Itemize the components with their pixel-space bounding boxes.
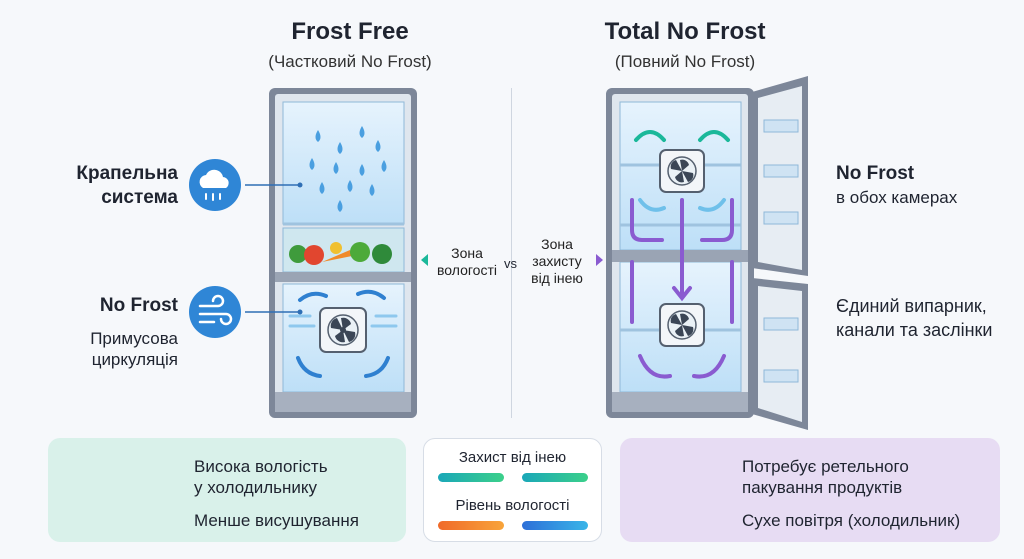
frost-free-heading: Frost Free [291, 18, 409, 45]
frost-zone-label: Зона захисту від інею [522, 236, 592, 287]
right-nofrost-title: No Frost [836, 163, 915, 184]
humidity-level-label: Рівень вологості [455, 497, 570, 514]
requirement-line2: пакування продуктів [742, 478, 903, 497]
humidity-zone-label: Зона вологості [430, 245, 504, 279]
humidity-zone-line2: вологості [437, 262, 497, 278]
humidity-benefit-panel: Висока вологість у холодильнику Менше ви… [48, 438, 406, 542]
forced-circulation-label: Примусова циркуляція [48, 328, 178, 370]
packaging-requirement-panel: Потребує ретельного пакування продуктів … [620, 438, 1000, 542]
humidity-zone-line1: Зона [451, 245, 483, 261]
frost-zone-line2: захисту [532, 253, 582, 269]
fan-icon [319, 307, 367, 353]
forced-label-line2: циркуляція [91, 350, 178, 369]
both-chambers-label: в обох камерах [836, 188, 958, 207]
benefit-line3: Менше висушування [194, 511, 359, 530]
drip-label-line1: Крапельна [76, 163, 178, 184]
total-no-frost-heading: Total No Frost [604, 18, 766, 45]
frost-zone-line3: від інею [531, 270, 583, 286]
airflow-arrows-right [630, 130, 734, 379]
fan-icon [659, 303, 705, 347]
drip-label-line2: система [101, 187, 178, 208]
requirement-line3: Сухе повітря (холодильник) [742, 511, 961, 530]
water-drop-icons [309, 126, 387, 212]
airflow-arrows-left [288, 289, 398, 378]
drip-system-label: Крапельна система [58, 162, 178, 210]
center-divider [511, 88, 512, 418]
frost-protection-label: Захист від інею [458, 449, 567, 466]
crisper-vegetables-icon [289, 242, 392, 265]
comparison-legend-panel: Захист від інею Рівень вологості [423, 438, 602, 542]
requirement-line1: Потребує ретельного [742, 457, 909, 476]
humidity-zone-marker [421, 254, 428, 266]
wind-icon [189, 286, 241, 338]
open-door-bottom [752, 278, 808, 430]
frost-protection-bar-right [522, 473, 588, 482]
evap-label-line1: Єдиний випарник, [836, 296, 987, 316]
frost-free-subheading: (Частковий No Frost) [268, 52, 432, 71]
frost-zone-line1: Зона [541, 236, 573, 252]
forced-label-line1: Примусова [90, 329, 178, 348]
rain-cloud-icon [189, 159, 241, 211]
left-nofrost-title: No Frost [99, 295, 178, 316]
benefit-line2: у холодильнику [194, 478, 318, 497]
fan-icon [659, 149, 705, 193]
humidity-level-bar-left [438, 521, 504, 530]
frost-free-title: Frost Free (Частковий No Frost) [180, 18, 520, 72]
total-no-frost-title: Total No Frost (Повний No Frost) [515, 18, 855, 72]
evap-label-line2: канали та заслінки [836, 320, 993, 340]
benefit-line1: Висока вологість [194, 457, 328, 476]
evaporator-label: Єдиний випарник, канали та заслінки [836, 294, 992, 342]
vs-label: vs [504, 256, 517, 271]
frost-protection-bar-left [438, 473, 504, 482]
open-door-top [752, 76, 808, 276]
humidity-level-bar-right [522, 521, 588, 530]
frost-zone-marker [596, 254, 603, 266]
total-no-frost-subheading: (Повний No Frost) [614, 52, 756, 71]
